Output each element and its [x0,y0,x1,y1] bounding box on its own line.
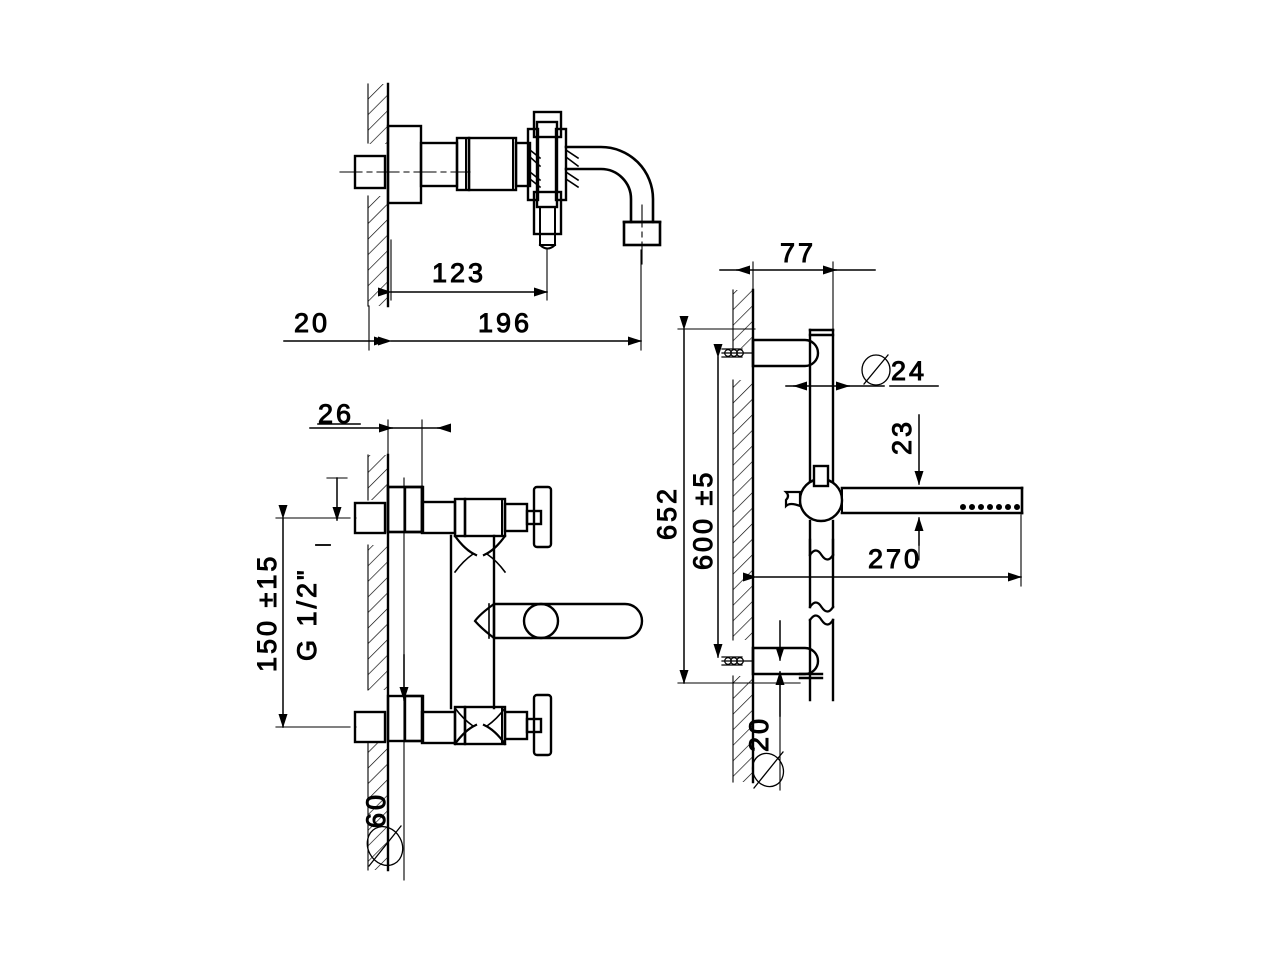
dimension-d60 [366,477,405,881]
dimension-g-thread [315,477,409,701]
dimension-26 [309,419,451,491]
dim-label-652: 652 [652,486,682,540]
lower-escutcheon [386,694,425,743]
dim-label-77: 77 [780,238,816,268]
dimension-150 [275,505,341,728]
dim-label-150: 150 ±15 [252,554,282,672]
dim-label-196: 196 [478,308,532,338]
dim-label-270: 270 [868,544,922,574]
upper-fixing-screw [721,348,754,358]
hand-shower [840,486,1024,515]
dimension-d20 [751,620,785,791]
dimension-d24 [785,354,939,391]
dimension-77 [719,261,876,331]
wall-section [367,82,390,308]
dim-label-26: 26 [318,399,354,429]
shower-slider-bracket [783,464,844,561]
view-basin-mixer: 123 196 20 [283,82,662,351]
body-connector-details [528,148,580,189]
dimension-196 [378,249,642,351]
dimension-270 [743,514,1022,587]
dim-label-d24: 24 [891,356,927,386]
diverter-lever [473,602,644,640]
view-bath-mixer: 26 150 ±15 G 1/2" 60 [252,399,644,881]
upper-handle [525,485,553,549]
upper-escutcheon-outer [403,485,425,534]
centre-lines [339,171,643,266]
dim-label-d20: 20 [744,716,774,752]
dimension-123 [378,239,548,301]
upper-valve-body [420,497,529,538]
lower-handle [525,693,553,757]
spray-face-dots [960,504,1020,510]
central-riser [449,534,507,746]
dim-label-23: 23 [887,419,917,455]
escutcheon-flange [386,124,423,205]
dim-label-20: 20 [294,308,330,338]
dim-label-600: 600 ±5 [688,470,718,570]
dimension-20 [283,305,388,351]
mixer-body [419,136,532,192]
lower-wall-bracket [751,646,824,680]
dim-label-123: 123 [432,258,486,288]
upper-wall-bracket [751,338,820,368]
spout [564,145,662,247]
handle-lever [526,110,568,250]
dim-label-d60: 60 [361,792,391,828]
view-shower-set: 77 24 23 270 652 [652,238,1024,791]
dim-label-g-thread: G 1/2" [292,567,322,661]
wall-section [732,288,755,784]
lower-fixing-screw [721,656,754,666]
